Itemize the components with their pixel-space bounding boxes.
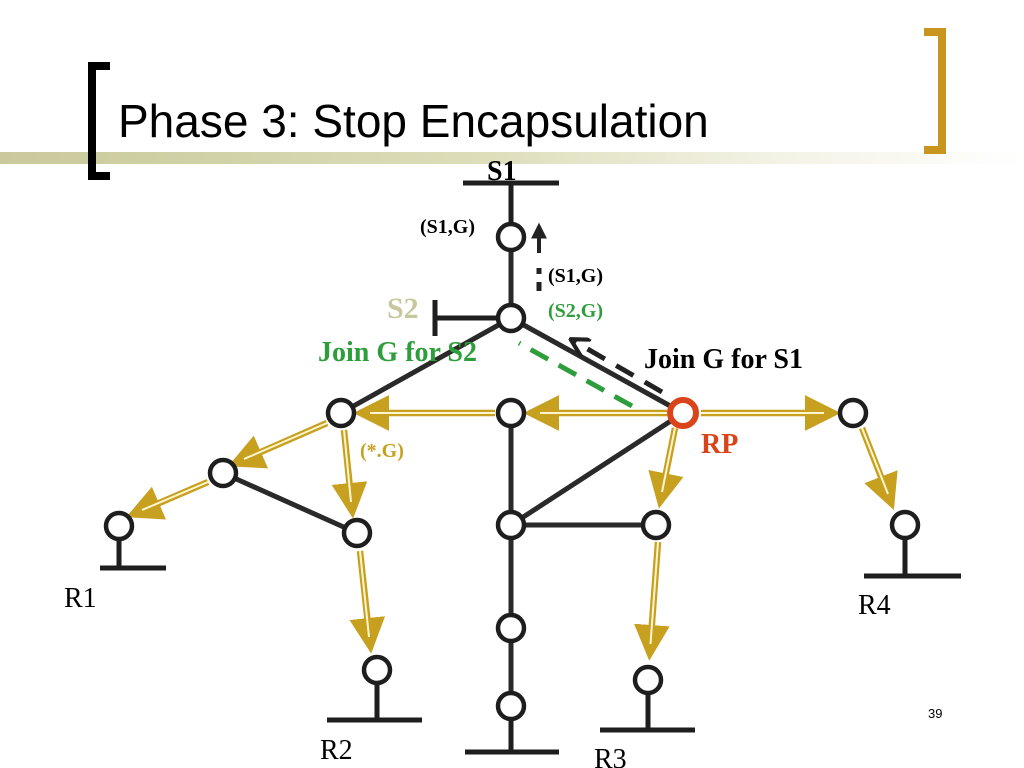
router-r4-upstream bbox=[837, 397, 869, 429]
page-number: 39 bbox=[928, 706, 943, 721]
router-r1 bbox=[103, 510, 135, 542]
router-i bbox=[495, 612, 527, 644]
slide-title: Phase 3: Stop Encapsulation bbox=[118, 95, 709, 147]
title-underline-band bbox=[0, 152, 1024, 164]
router-r3 bbox=[632, 664, 664, 696]
link-e-f bbox=[220, 470, 360, 536]
left-bracket-decoration bbox=[88, 62, 110, 180]
router-r2 bbox=[361, 654, 393, 686]
router-d bbox=[495, 397, 527, 429]
label-r1: R1 bbox=[64, 583, 97, 614]
rendezvous-point-router bbox=[667, 397, 699, 429]
label-s1g-top: (S1,G) bbox=[420, 216, 475, 238]
link-b-rp bbox=[508, 315, 686, 416]
router-r4 bbox=[889, 509, 921, 541]
label-rp: RP bbox=[701, 429, 738, 460]
network-links bbox=[220, 234, 686, 709]
label-s1: S1 bbox=[487, 156, 517, 187]
router-b bbox=[495, 302, 527, 334]
router-a bbox=[495, 221, 527, 253]
join-messages bbox=[517, 222, 664, 409]
label-join-s1: Join G for S1 bbox=[644, 344, 803, 375]
join-s2-dashed-line bbox=[517, 340, 634, 409]
label-s1g-mid: (S1,G) bbox=[548, 265, 603, 287]
label-star-g: (*.G) bbox=[360, 440, 404, 462]
host-segments bbox=[100, 180, 961, 755]
routers bbox=[103, 221, 921, 722]
link-rp-g bbox=[508, 410, 686, 528]
router-c bbox=[325, 397, 357, 429]
label-r4: R4 bbox=[858, 590, 891, 621]
router-j bbox=[495, 690, 527, 722]
label-s2: S2 bbox=[387, 292, 419, 325]
router-e bbox=[207, 457, 239, 489]
router-f bbox=[341, 517, 373, 549]
right-bracket-decoration bbox=[924, 28, 946, 154]
label-r3: R3 bbox=[594, 744, 627, 768]
router-g bbox=[495, 509, 527, 541]
label-r2: R2 bbox=[320, 735, 353, 766]
multicast-arrows bbox=[126, 395, 898, 661]
label-s2g: (S2,G) bbox=[548, 300, 603, 322]
router-h bbox=[640, 509, 672, 541]
label-join-s2: Join G for S2 bbox=[318, 337, 477, 368]
join-s1-dashed-arrow bbox=[572, 340, 664, 395]
